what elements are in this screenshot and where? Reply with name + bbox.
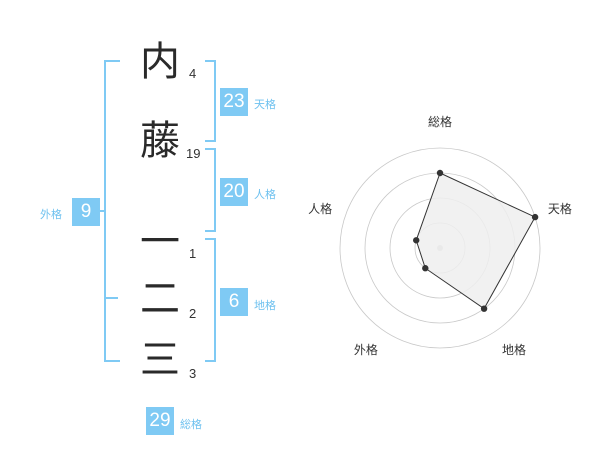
soukaku-label: 総格 bbox=[180, 418, 202, 431]
given-strokes-1: 1 bbox=[189, 246, 197, 261]
tenkaku-value: 23 bbox=[220, 88, 248, 116]
chikaku-bracket bbox=[205, 238, 216, 362]
radar-point-4 bbox=[422, 265, 429, 272]
radar-axis-label: 外格 bbox=[354, 342, 378, 357]
radar-point-2 bbox=[531, 213, 539, 221]
chikaku-label: 地格 bbox=[254, 299, 276, 312]
given-char-2: 二 bbox=[140, 276, 180, 322]
given-strokes-2: 2 bbox=[189, 306, 197, 321]
surname-char-1: 内 bbox=[140, 39, 180, 85]
radar-axis-label: 天格 bbox=[548, 201, 572, 216]
surname-strokes-2: 19 bbox=[186, 146, 201, 161]
jinkaku-value: 20 bbox=[220, 178, 248, 206]
radar-axis-label: 地格 bbox=[502, 342, 526, 357]
gaikaku-bracket-mid bbox=[104, 297, 118, 299]
tenkaku-label: 天格 bbox=[254, 98, 276, 111]
gaikaku-value: 9 bbox=[72, 198, 100, 226]
given-strokes-3: 3 bbox=[189, 366, 197, 381]
gaikaku-connector bbox=[98, 210, 104, 212]
radar-axis-label: 人格 bbox=[308, 201, 332, 216]
chikaku-value: 6 bbox=[220, 288, 248, 316]
surname-char-2: 藤 bbox=[140, 118, 180, 164]
radar-points bbox=[413, 169, 539, 312]
radar-axis-label: 総格 bbox=[428, 114, 452, 129]
given-char-1: 一 bbox=[140, 219, 180, 265]
soukaku-value: 29 bbox=[146, 407, 174, 435]
gaikaku-bracket bbox=[104, 60, 120, 362]
gaikaku-label: 外格 bbox=[40, 208, 62, 221]
radar-point-5 bbox=[413, 237, 420, 244]
surname-strokes-1: 4 bbox=[189, 66, 197, 81]
radar-ring bbox=[339, 147, 541, 349]
tenkaku-bracket bbox=[205, 60, 216, 142]
given-char-3: 三 bbox=[140, 337, 180, 383]
radar-point-3 bbox=[480, 305, 488, 312]
radar-area bbox=[415, 172, 536, 310]
jinkaku-bracket bbox=[205, 148, 216, 232]
radar-point-1 bbox=[436, 169, 444, 177]
jinkaku-label: 人格 bbox=[254, 188, 276, 201]
